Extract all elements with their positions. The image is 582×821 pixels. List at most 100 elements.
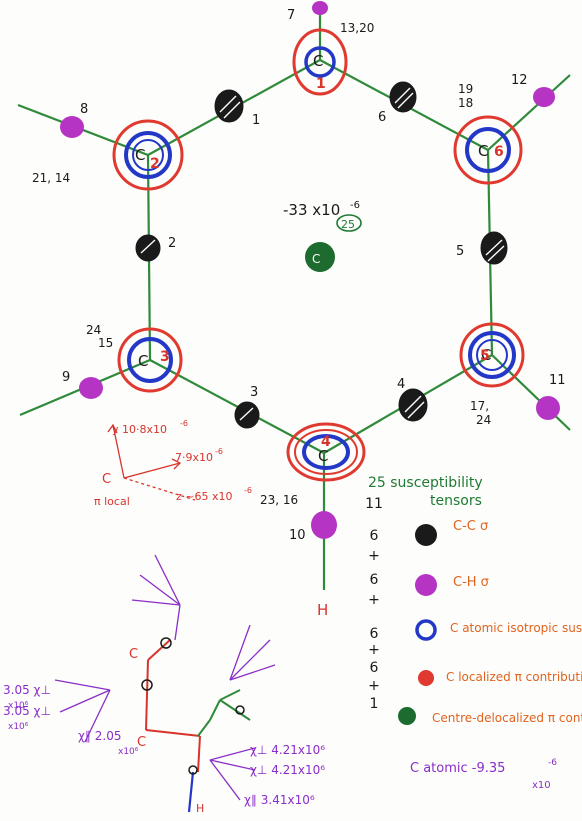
carbon-atom-6 (453, 115, 523, 185)
bond-number-3: 3 (250, 385, 258, 400)
ch-perp: χ⊥ 4.21x10⁶ (250, 743, 325, 757)
carbon-atom-3 (117, 327, 183, 393)
carbon-atom-2 (112, 119, 184, 191)
legend-localized: C localized π contribution (418, 670, 582, 686)
cc-sigma-6 (389, 81, 417, 113)
axis-x-label: 7·9x10 (175, 451, 213, 464)
h-label-5: 11 (549, 373, 566, 388)
carbon-atom-1 (292, 28, 348, 96)
atom-number-6: 6 (494, 144, 504, 160)
chi-par: χ∥ 2.05 (78, 729, 121, 743)
svg-text:x10: x10 (532, 780, 551, 791)
cc-sigma-2 (135, 234, 161, 262)
legend-delocal: Centre-delocalized π contribution (398, 707, 582, 725)
carbon-atoms (112, 28, 525, 482)
sum-item-9: 1 (370, 696, 379, 712)
svg-text:C atomic -9.35: C atomic -9.35 (410, 761, 505, 776)
atom-number-4: 4 (321, 434, 331, 450)
chi-perp-1: 3.05 χ⊥ (3, 683, 51, 697)
ch-sigma-1 (312, 1, 328, 15)
group-label-3-bottom: 15 (98, 336, 113, 350)
sum-item-7: 6 (370, 660, 379, 676)
legend-atomic-value: C atomic -9.35 x10 -6 (410, 758, 557, 791)
h-label-6: 12 (511, 73, 528, 88)
group-label-5-top: 17, (470, 399, 489, 413)
group-label-5-bottom: 24 (476, 413, 491, 427)
ch-bond-6 (487, 74, 571, 151)
cc-sigma-4 (398, 388, 428, 422)
sum-item-3: 6 (370, 572, 379, 588)
bond-number-2: 2 (168, 236, 176, 251)
local-axes (107, 423, 196, 501)
sum-title: 25 susceptibility tensors (368, 475, 483, 509)
svg-text:-6: -6 (548, 758, 557, 768)
atom-letter-6: C (478, 142, 488, 160)
legend-cc-sigma: C-C σ (415, 519, 488, 546)
group-label-3-top: 24 (86, 323, 101, 337)
carbon-atom-4 (286, 422, 366, 482)
atom-number-3: 3 (160, 349, 170, 365)
sketch-c-lower: C (137, 735, 146, 750)
ch-par: χ∥ 3.41x10⁶ (244, 793, 315, 807)
group-labels: 13,20 21, 14 24 15 23, 16 17, 24 19 18 (32, 21, 491, 507)
cc-sigma-blobs (135, 81, 508, 429)
svg-text:Centre-delocalized π contribut: Centre-delocalized π contribution (432, 711, 582, 725)
legend-atomic: C atomic isotropic susceptibility (415, 619, 582, 641)
svg-text:C-C σ: C-C σ (453, 519, 488, 534)
atom-number-2: 2 (150, 156, 160, 172)
h-label-1: 7 (287, 8, 295, 23)
hydrogen-4: H (317, 601, 328, 619)
axis-z-exp: -6 (244, 486, 252, 495)
atom-number-5: 5 (480, 348, 490, 364)
bond-number-6: 6 (378, 110, 386, 125)
ch-sigma-4 (311, 511, 337, 539)
legend: C-C σ C-H σ C atomic isotropic susceptib… (398, 519, 582, 791)
axis-pi-label: π local (94, 495, 130, 508)
bond-numbers: 1 6 2 5 3 4 (168, 110, 464, 400)
local-axes-labels: y 10·8x10 -6 7·9x10 -6 z ~65 x10 -6 C π … (94, 419, 252, 508)
sum-column: 11 6 + 6 + 6 + 6 + 1 (365, 496, 383, 712)
sum-item-0: 11 (365, 496, 383, 512)
sum-item-2: + (368, 548, 380, 564)
group-label-6-bottom: 18 (458, 96, 473, 110)
atom-letter-1: C (313, 52, 323, 70)
atom-letter-5: C (481, 346, 491, 364)
svg-text:C atomic isotropic susceptibil: C atomic isotropic susceptibility (450, 621, 582, 635)
ch-sigma-3 (79, 377, 103, 399)
axis-origin-label: C (102, 472, 111, 487)
axis-y-exp: -6 (180, 419, 188, 428)
tensor-sketch: 3.05 χ⊥ x10⁶ 3.05 χ⊥ x10⁶ χ∥ 2.05 x10⁶ χ… (3, 554, 325, 815)
sum-item-4: + (368, 592, 380, 608)
atom-numbers: 1 2 3 4 5 6 (150, 76, 504, 450)
ch-sigma-2 (60, 116, 84, 138)
cc-sigma-3 (234, 401, 260, 429)
sum-title-line1: 25 susceptibility (368, 475, 483, 491)
group-label-6-top: 19 (458, 82, 473, 96)
atom-letter-4: C (318, 447, 328, 465)
bond-number-1: 1 (252, 113, 260, 128)
sum-item-8: + (368, 678, 380, 694)
ch-bond-5 (491, 354, 571, 431)
sketch-c-upper: C (129, 647, 138, 662)
chi-par-sub: x10⁶ (118, 747, 139, 757)
ch-perp2: χ⊥ 4.21x10⁶ (250, 763, 325, 777)
bond-number-5: 5 (456, 244, 464, 259)
ch-sigma-5 (536, 396, 560, 420)
centre-value-exp: -6 (350, 200, 360, 211)
centre-circled-count: 25 (341, 218, 355, 231)
axis-x-exp: -6 (215, 447, 223, 456)
sum-item-1: 6 (370, 528, 379, 544)
cc-sigma-1 (214, 89, 244, 123)
atom-letters: C C C C C C (135, 52, 491, 465)
h-labels: 7 8 9 10 11 12 (62, 8, 566, 543)
centre-letter: C (312, 252, 320, 266)
group-label-4: 23, 16 (260, 493, 298, 507)
svg-text:C localized π contribution: C localized π contribution (446, 670, 582, 684)
sketch-h-lower: H (196, 802, 204, 815)
ch-sigma-6 (533, 87, 555, 107)
atom-letter-2: C (135, 146, 145, 164)
legend-ch-sigma: C-H σ (415, 574, 489, 596)
bond-number-4: 4 (397, 377, 405, 392)
centre-delocalized: C -33 x10 -6 25 (283, 200, 362, 272)
